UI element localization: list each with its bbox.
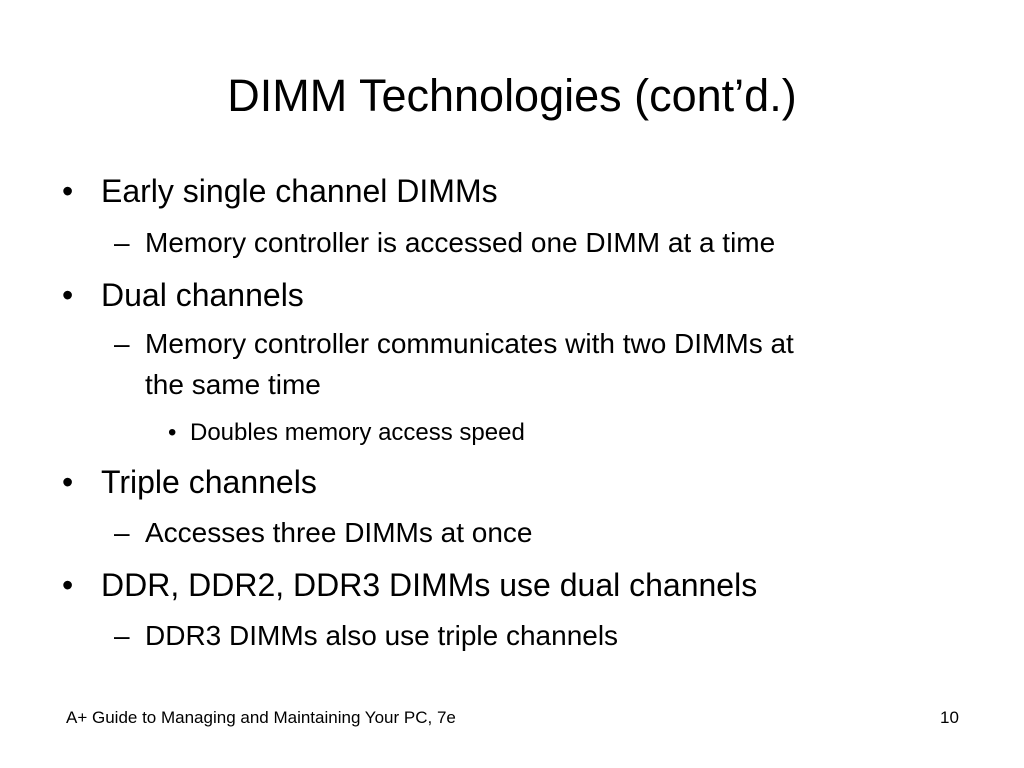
bullet-dual-channels: Dual channels [101, 277, 304, 313]
dash-marker: – [114, 517, 130, 548]
bullet-marker-small: • [168, 419, 177, 446]
bullet-marker: • [62, 173, 74, 209]
sub-bullet-dual-channel-detail-line2: the same time [145, 369, 321, 400]
bullet-triple-channels: Triple channels [101, 464, 317, 500]
bullet-ddr-dual-channels: DDR, DDR2, DDR3 DIMMs use dual channels [101, 567, 758, 603]
sub-bullet-ddr3-triple: DDR3 DIMMs also use triple channels [145, 620, 619, 651]
footer-book-title: A+ Guide to Managing and Maintaining You… [66, 708, 456, 727]
dash-marker: – [114, 620, 130, 651]
dash-marker: – [114, 227, 130, 258]
sub-bullet-triple-channel-detail: Accesses three DIMMs at once [145, 517, 533, 548]
bullet-marker: • [62, 464, 74, 500]
bullet-marker: • [62, 277, 74, 313]
bullet-marker: • [62, 567, 74, 603]
bullet-early-single-channel: Early single channel DIMMs [101, 173, 498, 209]
sub-sub-bullet-doubles-speed: Doubles memory access speed [190, 419, 525, 446]
slide-page-number: 10 [940, 708, 959, 727]
dash-marker: – [114, 328, 130, 359]
sub-bullet-single-channel-detail: Memory controller is accessed one DIMM a… [145, 227, 776, 258]
sub-bullet-dual-channel-detail-line1: Memory controller communicates with two … [145, 328, 794, 359]
slide-title: DIMM Technologies (cont’d.) [227, 70, 797, 121]
